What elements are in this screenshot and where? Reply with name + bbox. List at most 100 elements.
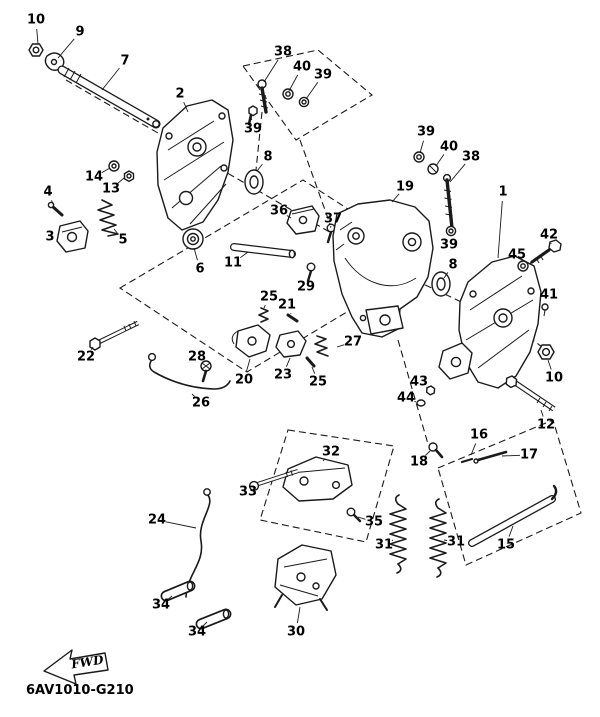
part-washer-14 <box>108 160 120 172</box>
part-bolt-22 <box>89 320 140 351</box>
callout-leader-25 <box>311 366 316 374</box>
callout-label-45: 45 <box>508 248 526 263</box>
part-bolt-12 <box>505 375 556 412</box>
part-pin-16 <box>460 457 479 464</box>
callout-label-38: 38 <box>274 45 292 60</box>
part-rod-15 <box>468 484 558 547</box>
part-bracket-36 <box>286 205 320 235</box>
callout-label-39: 39 <box>440 238 458 253</box>
callout-leader-39 <box>419 140 424 154</box>
callout-label-40: 40 <box>440 140 458 155</box>
part-cam-20 <box>231 324 271 358</box>
callout-label-33: 33 <box>239 485 257 500</box>
callout-leader-39 <box>250 115 253 121</box>
callout-label-39: 39 <box>244 122 262 137</box>
callout-label-27: 27 <box>344 335 362 350</box>
callout-leader-40 <box>288 74 299 92</box>
part-spring-31-left <box>389 494 407 574</box>
fwd-label: FWD <box>69 653 105 672</box>
part-screw-4 <box>47 201 64 217</box>
part-bracket-2 <box>156 99 234 231</box>
diagram-code: 6AV1010-G210 <box>26 683 134 698</box>
part-cap-44 <box>416 399 426 407</box>
callout-leader-1 <box>497 200 503 259</box>
callout-leader-11 <box>240 251 249 259</box>
callout-leader-23 <box>285 357 291 367</box>
fwd-arrow: FWD <box>43 649 109 685</box>
part-nut-13 <box>123 170 135 183</box>
callout-leader-6 <box>193 247 198 261</box>
callout-leader-19 <box>391 193 400 203</box>
part-grommet-6 <box>182 228 204 250</box>
callout-label-18: 18 <box>410 455 428 470</box>
callout-label-8: 8 <box>448 258 457 273</box>
callout-leader-8 <box>256 163 263 172</box>
part-shaft-7 <box>57 65 161 129</box>
callout-leader-43 <box>426 386 429 389</box>
callout-label-10: 10 <box>545 371 563 386</box>
callout-label-20: 20 <box>235 373 253 388</box>
callout-leader-38 <box>449 163 466 183</box>
part-pin-21 <box>286 313 299 323</box>
callout-leader-5 <box>113 228 118 234</box>
callout-label-23: 23 <box>274 368 292 383</box>
part-cable-24 <box>185 488 211 598</box>
callout-label-35: 35 <box>365 515 383 530</box>
callout-leader-39 <box>305 82 319 100</box>
callout-leader-15 <box>508 525 514 537</box>
part-bolt-42 <box>530 239 562 264</box>
part-bushing-8-left <box>244 169 264 195</box>
part-washer-45 <box>517 260 529 272</box>
callout-label-41: 41 <box>540 288 558 303</box>
callout-leader-24 <box>165 521 197 529</box>
fastener-group-right <box>413 151 457 237</box>
part-clip-25-upper <box>258 307 269 323</box>
callout-label-17: 17 <box>520 448 538 463</box>
callout-label-37: 37 <box>324 212 342 227</box>
part-screw-29 <box>306 262 316 283</box>
callout-label-24: 24 <box>148 513 166 528</box>
part-rod-26 <box>147 352 231 390</box>
callout-label-22: 22 <box>77 350 95 365</box>
callout-label-10: 10 <box>27 13 45 28</box>
callout-leader-14 <box>101 167 111 173</box>
callout-label-26: 26 <box>192 396 210 411</box>
callout-label-34: 34 <box>188 625 206 640</box>
part-clevis-3 <box>56 220 89 253</box>
callout-leader-31 <box>391 539 394 541</box>
callout-label-28: 28 <box>188 350 206 365</box>
part-bolt-28 <box>200 360 212 383</box>
callout-label-36: 36 <box>270 204 288 219</box>
part-pin-25-lower <box>305 356 316 368</box>
callout-leader-36 <box>286 215 292 219</box>
callout-leader-17 <box>501 454 521 457</box>
callout-label-31: 31 <box>447 535 465 550</box>
callout-leader-2 <box>183 102 189 113</box>
callout-leader-18 <box>425 450 431 456</box>
callout-leader-26 <box>191 393 195 397</box>
part-nut-10-left <box>28 43 44 57</box>
callout-label-39: 39 <box>417 125 435 140</box>
part-pin-17 <box>476 450 508 462</box>
callout-label-13: 13 <box>102 182 120 197</box>
callout-label-5: 5 <box>118 233 127 248</box>
callout-label-7: 7 <box>120 54 129 69</box>
callout-leader-10 <box>36 28 39 45</box>
part-bushing-8-right <box>431 271 451 297</box>
callout-leader-22 <box>90 346 94 350</box>
callout-leader-30 <box>296 606 301 624</box>
callout-label-39: 39 <box>314 68 332 83</box>
part-spring-5 <box>97 199 119 237</box>
part-nut-10-right <box>537 344 555 360</box>
callout-label-38: 38 <box>462 150 480 165</box>
callout-label-1: 1 <box>498 185 507 200</box>
callout-leader-8 <box>443 272 449 279</box>
callout-label-11: 11 <box>224 256 242 271</box>
callout-label-19: 19 <box>396 180 414 195</box>
callout-leader-20 <box>246 358 251 372</box>
callout-label-43: 43 <box>410 375 428 390</box>
callout-label-4: 4 <box>43 185 52 200</box>
callout-label-40: 40 <box>293 60 311 75</box>
